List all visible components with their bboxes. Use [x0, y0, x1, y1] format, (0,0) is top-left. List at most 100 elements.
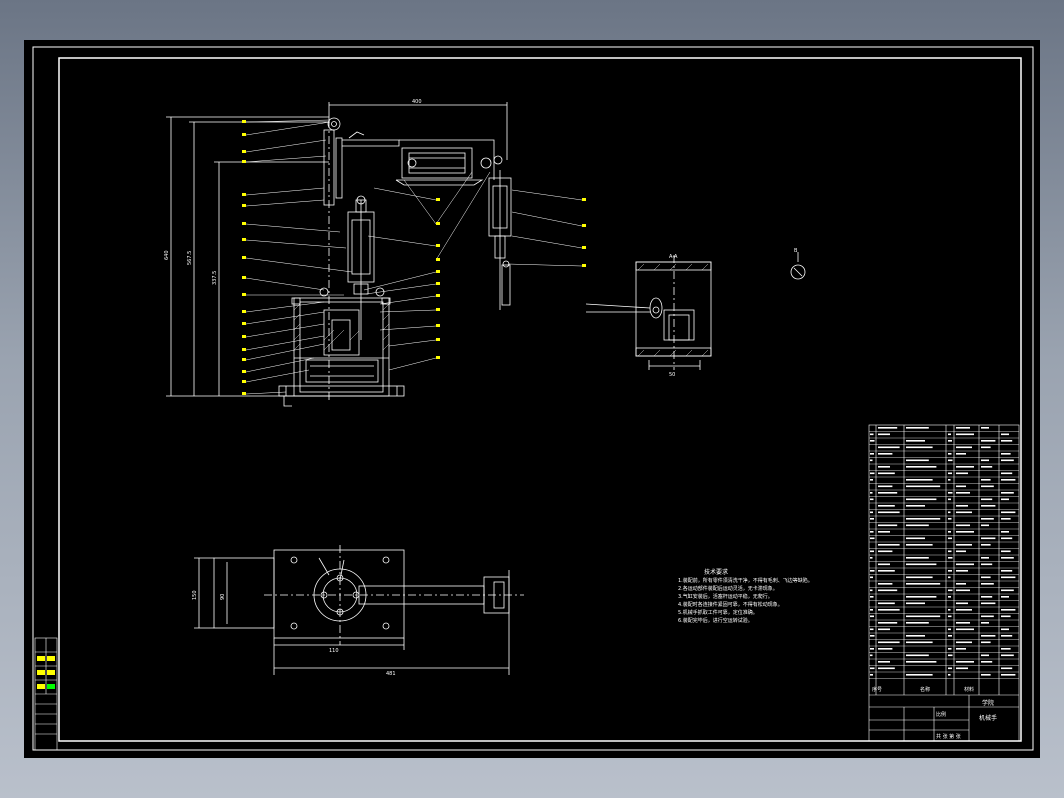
bom-cell-mark [1001, 479, 1016, 481]
bom-cell-mark [956, 609, 972, 611]
bom-cell-mark [948, 628, 951, 631]
bom-cell-mark [878, 466, 890, 468]
bom-cell-mark [948, 511, 951, 514]
bom-cell-mark [956, 550, 966, 553]
bom-cell-mark [948, 674, 951, 676]
bom-cell-mark [870, 479, 873, 481]
bom-cell-mark [981, 498, 993, 501]
bom-cell-mark [948, 557, 953, 559]
bom-cell-mark [870, 648, 874, 650]
bom-cell-mark [981, 459, 989, 462]
bom-cell-mark [948, 498, 951, 501]
bom-cell-mark [878, 492, 898, 494]
bom-cell-mark [948, 570, 952, 572]
bom-cell-mark [906, 518, 941, 520]
bom-cell-mark [906, 641, 933, 644]
bom-cell-mark [1001, 589, 1014, 592]
bom-cell-mark [948, 654, 953, 657]
bom-cell-mark [1001, 648, 1011, 650]
bom-cell-mark [878, 505, 895, 507]
section-view-a-a [585, 255, 712, 370]
bom-cell-mark [906, 654, 929, 657]
bom-cell-mark [906, 485, 941, 488]
title-school: 学院 [982, 699, 994, 707]
tech-req-item-4: 4.装配时各连接件紧固可靠，不得有松动现象。 [678, 601, 783, 608]
bom-cell-mark [956, 563, 974, 566]
bom-cell-mark [948, 479, 951, 481]
bom-cell-mark [981, 505, 996, 507]
bom-cell-mark [981, 518, 994, 520]
bom-cell-mark [1001, 628, 1009, 631]
bom-cell-mark [906, 459, 929, 462]
cad-drawing-canvas[interactable]: 技术要求 1.装配前，所有零件须清洗干净，不得有毛刺、飞边等缺陷。 2.各运动部… [24, 40, 1040, 758]
bom-cell-mark [1001, 537, 1013, 540]
bom-cell-mark [906, 427, 929, 429]
bom-cell-mark [906, 544, 933, 546]
front-view [166, 102, 512, 407]
bom-cell-mark [870, 557, 873, 559]
bom-cell-mark [906, 466, 937, 468]
dim-plan-inner: 90 [220, 594, 226, 600]
dim-overall-width: 400 [412, 99, 422, 105]
bom-cell-mark [956, 492, 970, 494]
bom-cell-mark [878, 641, 900, 644]
bom-cell-mark [956, 531, 974, 533]
bom-header-seq: 序号 [872, 686, 882, 693]
bom-cell-mark [981, 440, 996, 442]
bom-cell-mark [878, 609, 900, 611]
bom-cell-mark [1001, 570, 1013, 572]
bom-cell-mark [981, 635, 996, 637]
section-mark-b: B [794, 248, 798, 254]
sheet-border [32, 46, 1034, 751]
bom-cell-mark [956, 583, 966, 585]
bom-cell-mark [981, 615, 994, 618]
bom-cell-mark [956, 544, 972, 546]
technical-requirements: 技术要求 1.装配前，所有零件须清洗干净，不得有毛刺、飞边等缺陷。 2.各运动部… [678, 568, 813, 624]
bom-cell-mark [1001, 615, 1011, 618]
bom-cell-mark [870, 674, 873, 676]
binding-stamp-table [34, 637, 58, 751]
bom-cell-mark [878, 648, 893, 650]
title-drawing-name: 机械手 [979, 714, 997, 722]
bom-cell-mark [981, 576, 991, 579]
bom-cell-mark [878, 661, 890, 663]
bom-cell-mark [906, 524, 929, 527]
bom-cell-mark [870, 628, 874, 631]
bom-cell-mark [1001, 511, 1016, 514]
bom-cell-mark [878, 511, 900, 514]
bom-cell-mark [956, 446, 972, 449]
bom-cell-mark [1001, 667, 1013, 670]
bom-cell-mark [948, 531, 951, 533]
dim-height-2: 567.5 [187, 251, 193, 265]
bom-cell-mark [878, 563, 890, 566]
dim-total-height: 640 [164, 250, 170, 260]
plan-view [194, 545, 524, 675]
part-number-marks [242, 120, 586, 395]
bom-cell-mark [906, 583, 941, 585]
bom-cell-mark [878, 446, 900, 449]
bom-cell-mark [1001, 492, 1014, 494]
bom-cell-mark [981, 622, 989, 624]
bom-cell-mark [956, 485, 966, 488]
bom-cell-mark [878, 453, 893, 455]
bom-cell-mark [948, 459, 953, 462]
detail-mark-b [790, 252, 806, 280]
bom-cell-mark [981, 524, 989, 527]
bom-cell-marks [870, 427, 1016, 676]
dim-section-width: 50 [669, 372, 675, 378]
bom-cell-mark [906, 635, 925, 637]
bom-cell-mark [906, 602, 925, 605]
bom-cell-mark [870, 492, 873, 494]
bom-cell-mark [906, 537, 925, 540]
bom-cell-mark [870, 570, 875, 572]
bom-cell-mark [948, 589, 953, 592]
bom-cell-mark [1001, 674, 1016, 676]
dim-height-3: 337.5 [212, 271, 218, 285]
bom-cell-mark [981, 485, 994, 488]
bom-cell-mark [906, 440, 925, 442]
bom-cell-mark [906, 661, 937, 663]
bom-cell-mark [870, 531, 874, 533]
bom-cell-mark [981, 641, 991, 644]
bom-cell-mark [981, 583, 994, 585]
bom-cell-mark [1001, 433, 1009, 436]
